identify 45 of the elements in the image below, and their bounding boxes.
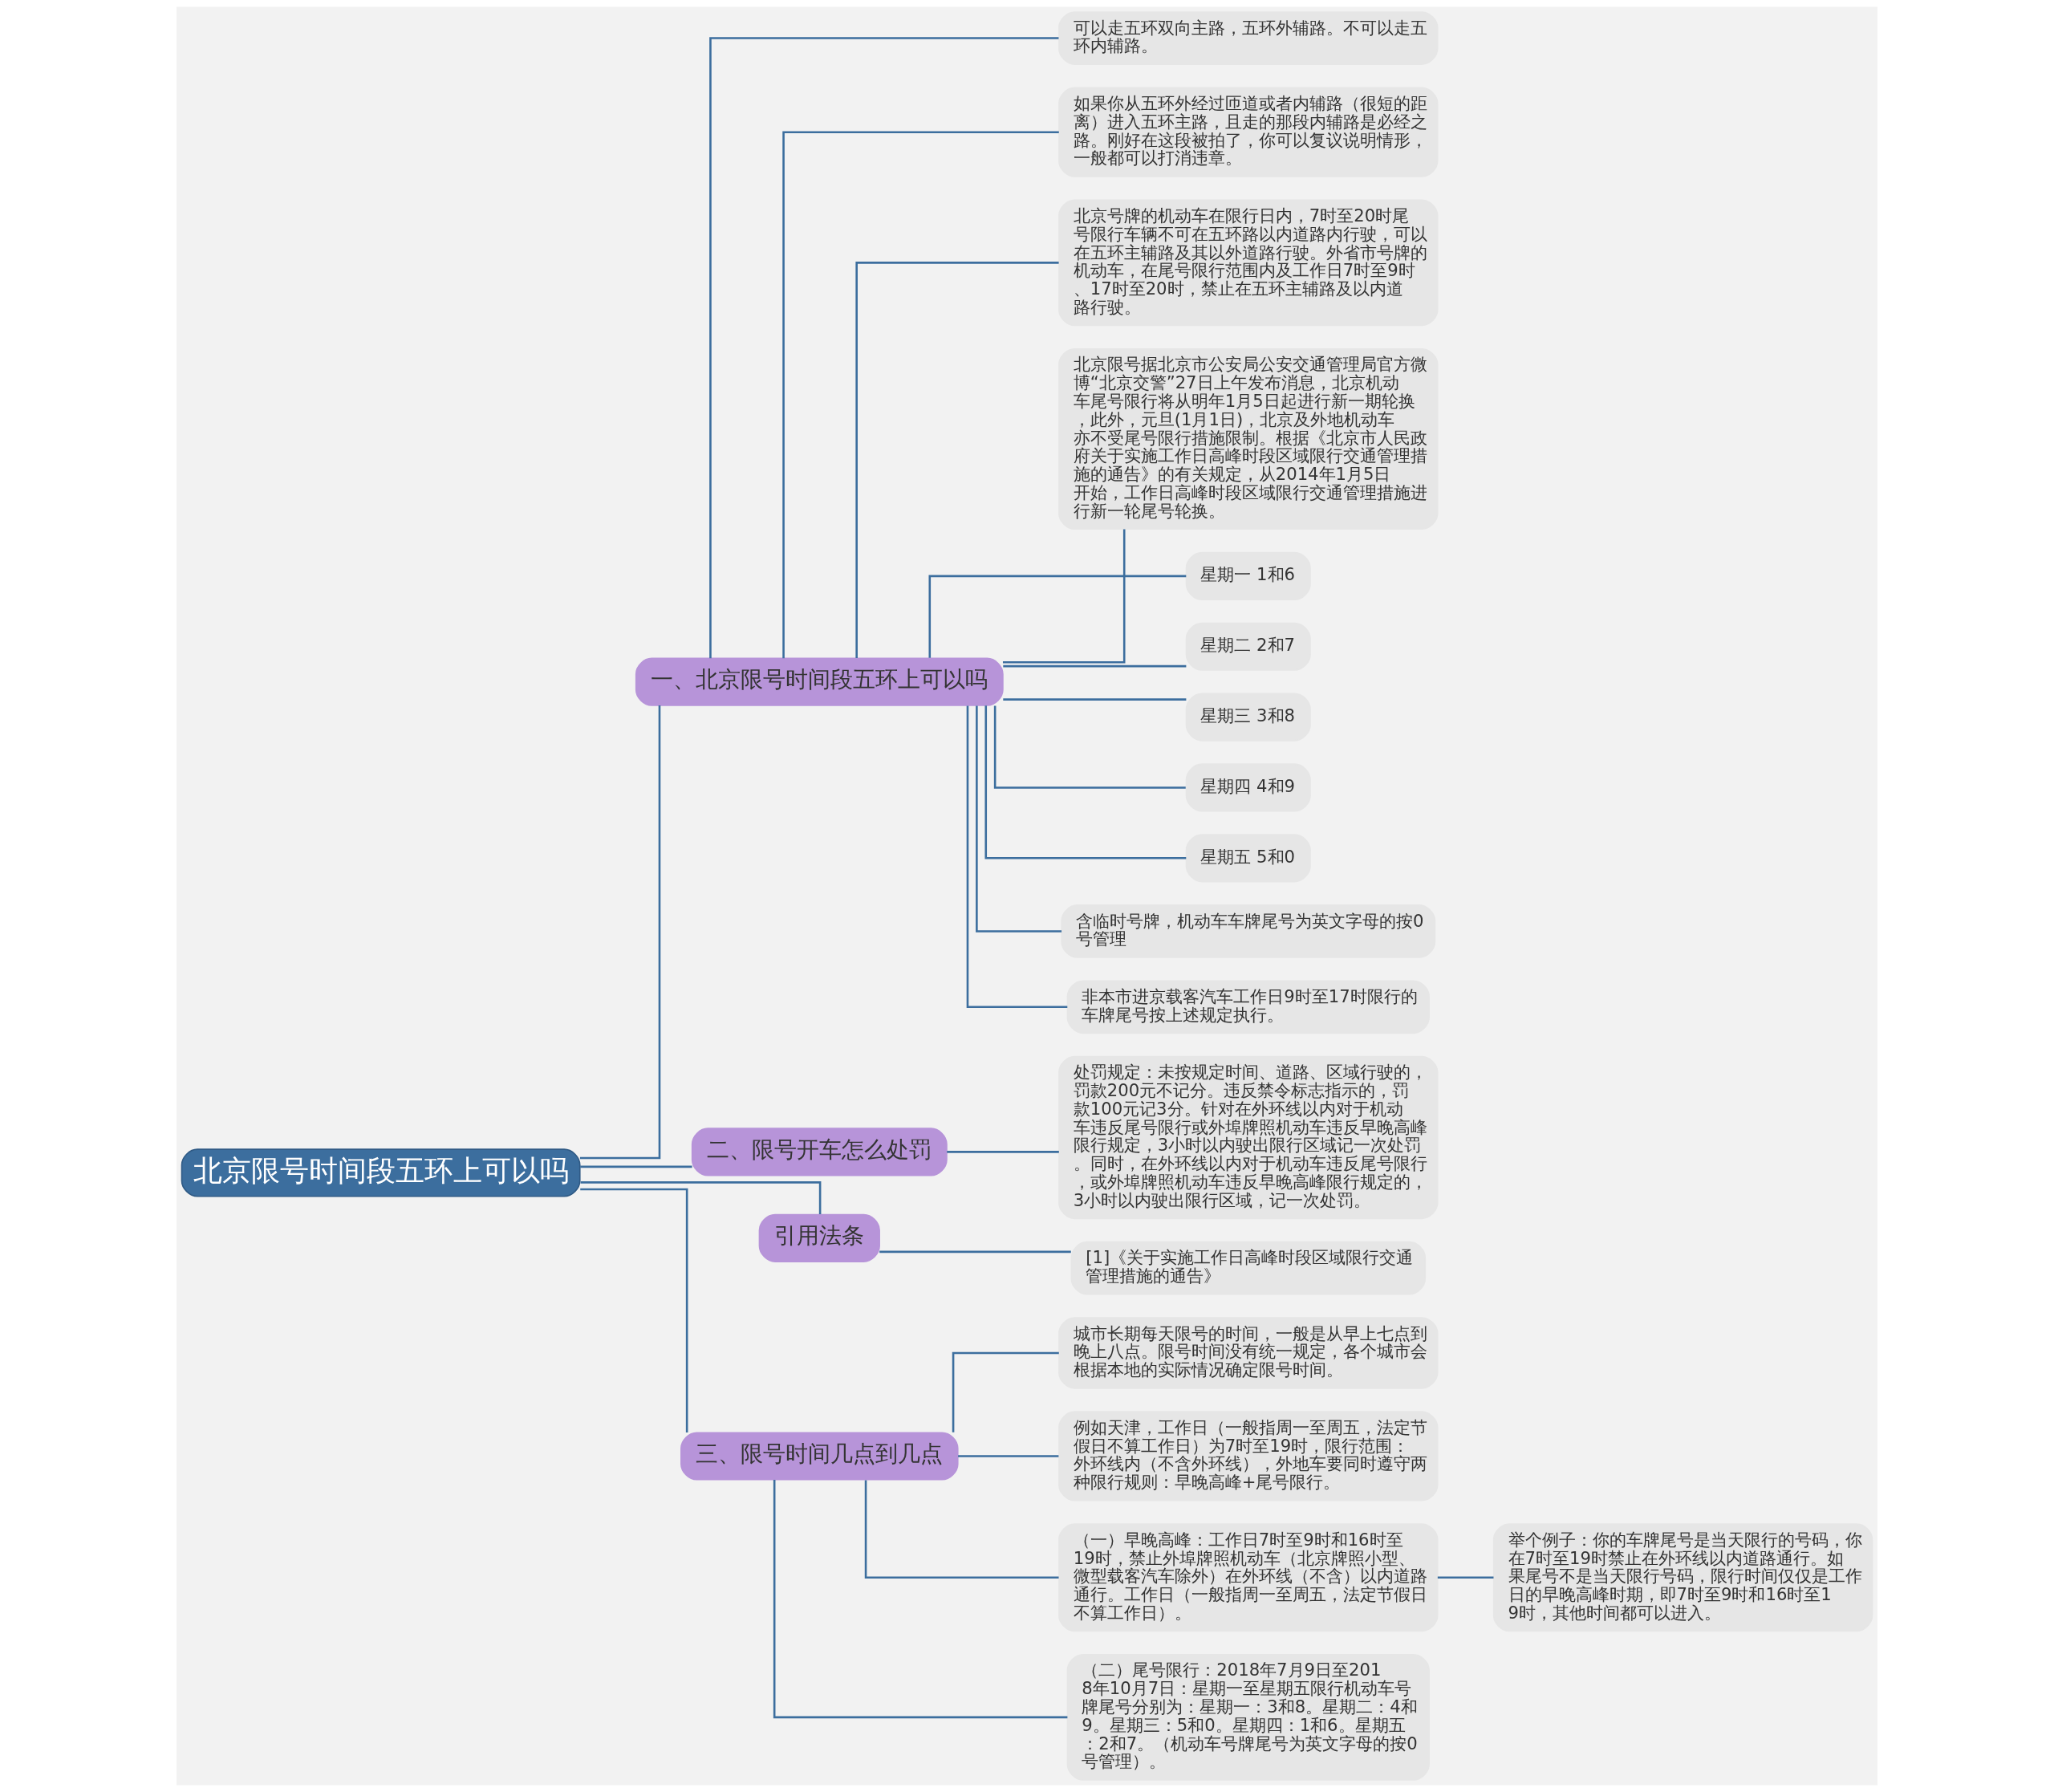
- connector: [928, 575, 1187, 658]
- node-box: 星期二 2和7: [1185, 622, 1311, 671]
- node-box: 如果你从五环外经过匝道或者内辅路（很短的距离）进入五环主路，且走的那段内辅路是必经之路。刚好在这段被拍了，你可以复议说明情形，一般都可以打消违章。: [1058, 87, 1439, 177]
- connector: [1437, 1576, 1494, 1579]
- node-box: 星期四 4和9: [1185, 763, 1311, 812]
- connector: [580, 1165, 692, 1168]
- node-box: 三、限号时间几点到几点: [680, 1432, 959, 1481]
- connector: [579, 705, 661, 1160]
- connector: [879, 1250, 1071, 1254]
- connector: [984, 705, 1187, 859]
- connector: [1003, 698, 1187, 701]
- connector: [952, 1351, 1059, 1432]
- connector: [993, 705, 1186, 789]
- connector: [958, 1455, 1059, 1457]
- connector: [864, 1480, 1059, 1579]
- node-box: 星期一 1和6: [1185, 551, 1311, 600]
- node-box: 北京限号据北京市公安局公安交通管理局官方微博“北京交警”27日上午发布消息，北京机动车尾号限行将从明年1月5日起进行新一期轮换，此外，元旦(1月1日)，北京及外地机动车亦不受尾号限行措施限制。根据《北京市人民政府关于实施工作日高峰时段区域限行交通管理措施的通告》的有关规定，从2014年1月5日开始，工作日高峰时段区域限行交通管理措施进行新一轮尾号轮换。: [1058, 347, 1439, 530]
- connector: [580, 1188, 688, 1432]
- node-box: 可以走五环双向主路，五环外辅路。不可以走五环内辅路。: [1058, 11, 1439, 65]
- node-box: 一、北京限号时间段五环上可以吗: [635, 657, 1004, 706]
- node-box: [1]《关于实施工作日高峰时段区域限行交通管理措施的通告》: [1070, 1241, 1427, 1295]
- connector: [1003, 664, 1187, 668]
- node-box: 北京限号时间段五环上可以吗: [181, 1148, 581, 1197]
- node-box: （一）早晚高峰：工作日7时至9时和16时至19时，禁止外埠牌照机动车（北京牌照小型、微型载客汽车除外）在外环线（不含）以内道路通行。工作日（一般指周一至周五，法定节假日不算工作日）。: [1058, 1523, 1439, 1632]
- node-box: （二）尾号限行：2018年7月9日至2018年10月7日：星期一至星期五限行机动车号牌尾号分别为：星期一：3和8。星期二：4和9。星期三：5和0。星期四：1和6。星期五：2和7。（机动车号牌尾号为英文字母的按0号管理）。: [1066, 1654, 1430, 1781]
- node-box: 二、限号开车怎么处罚: [691, 1128, 948, 1176]
- node-box: 北京号牌的机动车在限行日内，7时至20时尾号限行车辆不可在五环路以内道路内行驶，可以在五环主辅路及其以外道路行驶。外省市号牌的机动车，在尾号限行范围内及工作日7时至9时、17时至20时，禁止在五环主辅路及以内道路行驶。: [1058, 199, 1439, 327]
- node-box: 含临时号牌，机动车车牌尾号为英文字母的按0号管理: [1061, 904, 1436, 958]
- node-box: 处罚规定：未按规定时间、道路、区域行驶的，罚款200元不记分。违反禁令标志指示的，罚款100元记3分。针对在外环线以内对于机动车违反尾号限行或外埠牌照机动车违反早晚高峰限行规定，3小时以内驶出限行区域记一次处罚。同时，在外环线以内对于机动车违反尾号限行，或外埠牌照机动车违反早晚高峰限行规定的，3小时以内驶出限行区域，记一次处罚。: [1058, 1055, 1439, 1220]
- node-box: 举个例子：你的车牌尾号是当天限行的号码，你在7时至19时禁止在外环线以内道路通行。如果尾号不是当天限行号码，限行时间仅仅是工作日的早晚高峰时期，即7时至9时和16时至19时，其他时间都可以进入。: [1492, 1523, 1873, 1632]
- node-box: 引用法条: [758, 1213, 880, 1262]
- connector: [947, 1151, 1059, 1153]
- connector: [976, 705, 1062, 933]
- connector: [966, 705, 1068, 1009]
- node-box: 星期五 5和0: [1185, 834, 1311, 883]
- node-box: 非本市进京载客汽车工作日9时至17时限行的车牌尾号按上述规定执行。: [1066, 980, 1430, 1034]
- node-box: 星期三 3和8: [1185, 693, 1311, 742]
- node-box: 例如天津，工作日（一般指周一至周五，法定节假日不算工作日）为7时至19时，限行范围：外环线内（不含外环线），外地车要同时遵守两种限行规则：早晚高峰+尾号限行。: [1058, 1411, 1439, 1501]
- connector: [580, 1181, 822, 1214]
- connector: [855, 262, 1059, 659]
- connector: [1002, 529, 1126, 664]
- node-box: 城市长期每天限号的时间，一般是从早上七点到晚上八点。限号时间没有统一规定，各个城市会根据本地的实际情况确定限号时间。: [1058, 1317, 1439, 1389]
- connector: [782, 131, 1059, 659]
- connector: [773, 1479, 1068, 1719]
- connector: [709, 37, 1059, 659]
